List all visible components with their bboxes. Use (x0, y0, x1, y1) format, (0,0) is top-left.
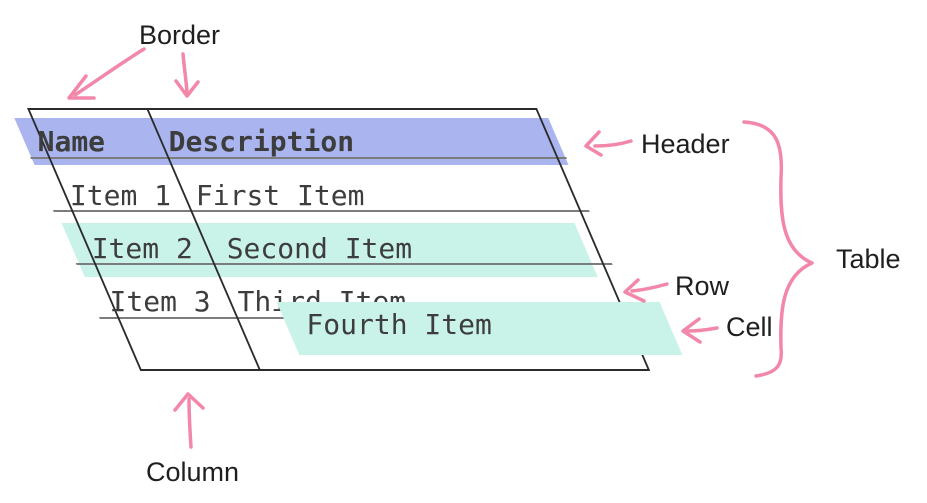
border-arrow-down-icon (174, 52, 200, 98)
label-header: Header (641, 129, 730, 159)
label-table: Table (836, 244, 901, 274)
cell-row1-name: Item 1 (69, 179, 172, 212)
row-arrow-icon (623, 278, 669, 303)
table-diagram: Name Description Item 1 First Item Item … (14, 108, 683, 371)
cell-highlight: Fourth Item (276, 302, 683, 355)
label-cell: Cell (726, 312, 773, 342)
cell-row4-description: Fourth Item (306, 308, 492, 341)
column-arrow-icon (173, 392, 205, 449)
cell-row1-description: First Item (195, 179, 365, 212)
cell-row2-description: Second Item (226, 232, 413, 265)
cell-arrow-icon (681, 317, 719, 344)
label-row: Row (675, 271, 730, 301)
header-arrow-icon (584, 130, 633, 157)
border-arrow-left-icon (67, 47, 146, 100)
header-cell-description: Description (168, 125, 355, 158)
header-cell-name: Name (37, 125, 106, 158)
label-column: Column (146, 457, 240, 487)
label-border: Border (139, 20, 221, 50)
cell-row2-name: Item 2 (91, 232, 193, 265)
cell-row3-name: Item 3 (109, 285, 211, 318)
